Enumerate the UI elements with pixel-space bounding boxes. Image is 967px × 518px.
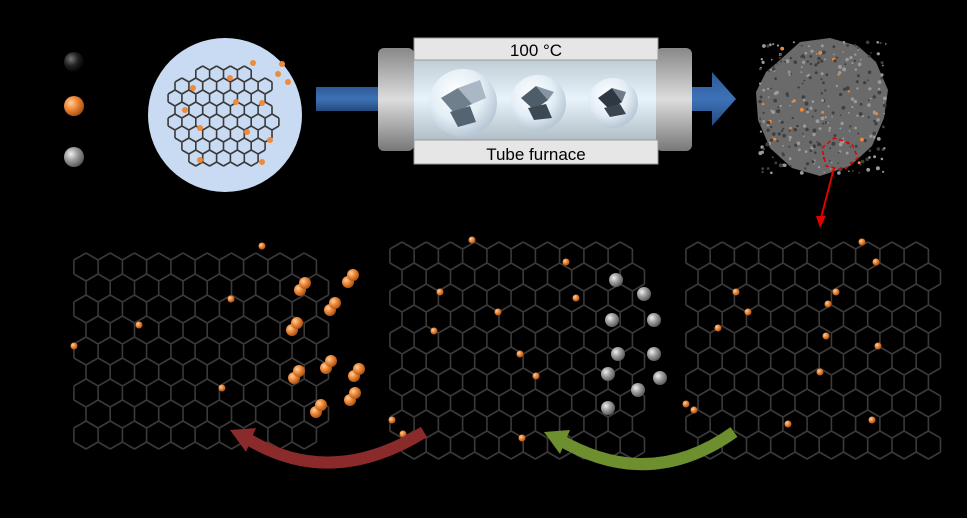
graphene-lattice: [167, 60, 291, 167]
curved-arrow-red: [242, 426, 428, 469]
oxygen-group: [690, 406, 698, 414]
oxygen-atom: [353, 363, 365, 375]
hydrogen-atoms: [601, 273, 667, 415]
temperature-label: 100 °C: [510, 41, 562, 60]
oxygen-group: [135, 321, 143, 329]
damaged-graphene-sheet: [70, 242, 330, 450]
oxygen-group: [868, 416, 876, 424]
oxygen-atom: [349, 387, 361, 399]
flow-arrow-right: [692, 72, 736, 126]
oxygen-group: [190, 85, 196, 91]
oxygen-group: [714, 324, 722, 332]
oxygen-group: [532, 372, 540, 380]
oxygen-group: [275, 71, 281, 77]
oxygen-group: [259, 159, 265, 165]
oxygen-group: [279, 61, 285, 67]
oxygen-group: [572, 294, 580, 302]
oxygen-group: [732, 288, 740, 296]
oxygen-group: [233, 99, 239, 105]
hydrogen-atom: [601, 367, 615, 381]
oxygen-atom: [347, 269, 359, 281]
oxygen-group: [562, 258, 570, 266]
graphene-oxide-panel: [148, 38, 302, 192]
oxygen-group: [218, 384, 226, 392]
hydrogen-atom: [637, 287, 651, 301]
oxygen-group: [822, 332, 830, 340]
legend: [64, 52, 84, 167]
oxygen-group: [872, 258, 880, 266]
oxygen-group: [244, 129, 250, 135]
oxygen-group: [258, 242, 266, 250]
oxygen-atom: [329, 297, 341, 309]
oxygen-atom: [293, 365, 305, 377]
oxygen-molecules: [286, 269, 365, 418]
oxygen-group: [70, 342, 78, 350]
hydrogen-atom: [653, 371, 667, 385]
oxygen-group: [285, 79, 291, 85]
oxygen-group: [436, 288, 444, 296]
hydrogen-atom: [609, 273, 623, 287]
oxygen-atom: [299, 277, 311, 289]
carbon-atom-icon: [64, 52, 84, 72]
oxygen-group: [259, 100, 265, 106]
graphene-oxide-sheet: [388, 236, 646, 460]
oxygen-group: [816, 368, 824, 376]
curved-arrow-red-head: [230, 428, 256, 452]
oxygen-atom: [291, 317, 303, 329]
furnace-name-label: Tube furnace: [486, 145, 586, 164]
oxygen-atom: [315, 399, 327, 411]
hydrogen-atom: [647, 347, 661, 361]
curved-arrow-green-head: [544, 430, 570, 454]
oxygen-group: [468, 236, 476, 244]
zoom-region-marker: [821, 137, 859, 171]
oxygen-group: [518, 434, 526, 442]
curved-arrow-green: [557, 427, 738, 471]
oxygen-group: [197, 157, 203, 163]
oxygen-group: [744, 308, 752, 316]
oxygen-group: [494, 308, 502, 316]
oxygen-group: [250, 60, 256, 66]
oxygen-group: [516, 350, 524, 358]
reduced-graphene-flake: [756, 38, 888, 176]
oxygen-group: [832, 288, 840, 296]
flow-arrow-left: [316, 87, 378, 111]
hydrogen-atom: [631, 383, 645, 397]
hydrogen-atom-icon: [64, 147, 84, 167]
tube-furnace: 100 °C Tube furnace: [378, 37, 692, 165]
oxygen-group: [824, 300, 832, 308]
oxygen-group: [682, 400, 690, 408]
oxygen-atom-icon: [64, 96, 84, 116]
oxygen-group: [227, 295, 235, 303]
hydrogen-atom: [647, 313, 661, 327]
oxygen-group: [388, 416, 396, 424]
oxygen-group: [430, 327, 438, 335]
oxygen-group: [874, 342, 882, 350]
oxygen-group: [858, 238, 866, 246]
oxygen-group: [227, 75, 233, 81]
oxygen-group: [399, 430, 407, 438]
oxygen-group: [197, 125, 203, 131]
oxygen-atom: [325, 355, 337, 367]
oxygen-group: [182, 107, 188, 113]
zoom-arrow: [820, 167, 835, 219]
reduced-graphene-sheet: [682, 238, 942, 460]
hydrogen-atom: [611, 347, 625, 361]
oxygen-group: [267, 137, 273, 143]
hydrogen-atom: [601, 401, 615, 415]
hydrogen-atom: [605, 313, 619, 327]
oxygen-group: [784, 420, 792, 428]
